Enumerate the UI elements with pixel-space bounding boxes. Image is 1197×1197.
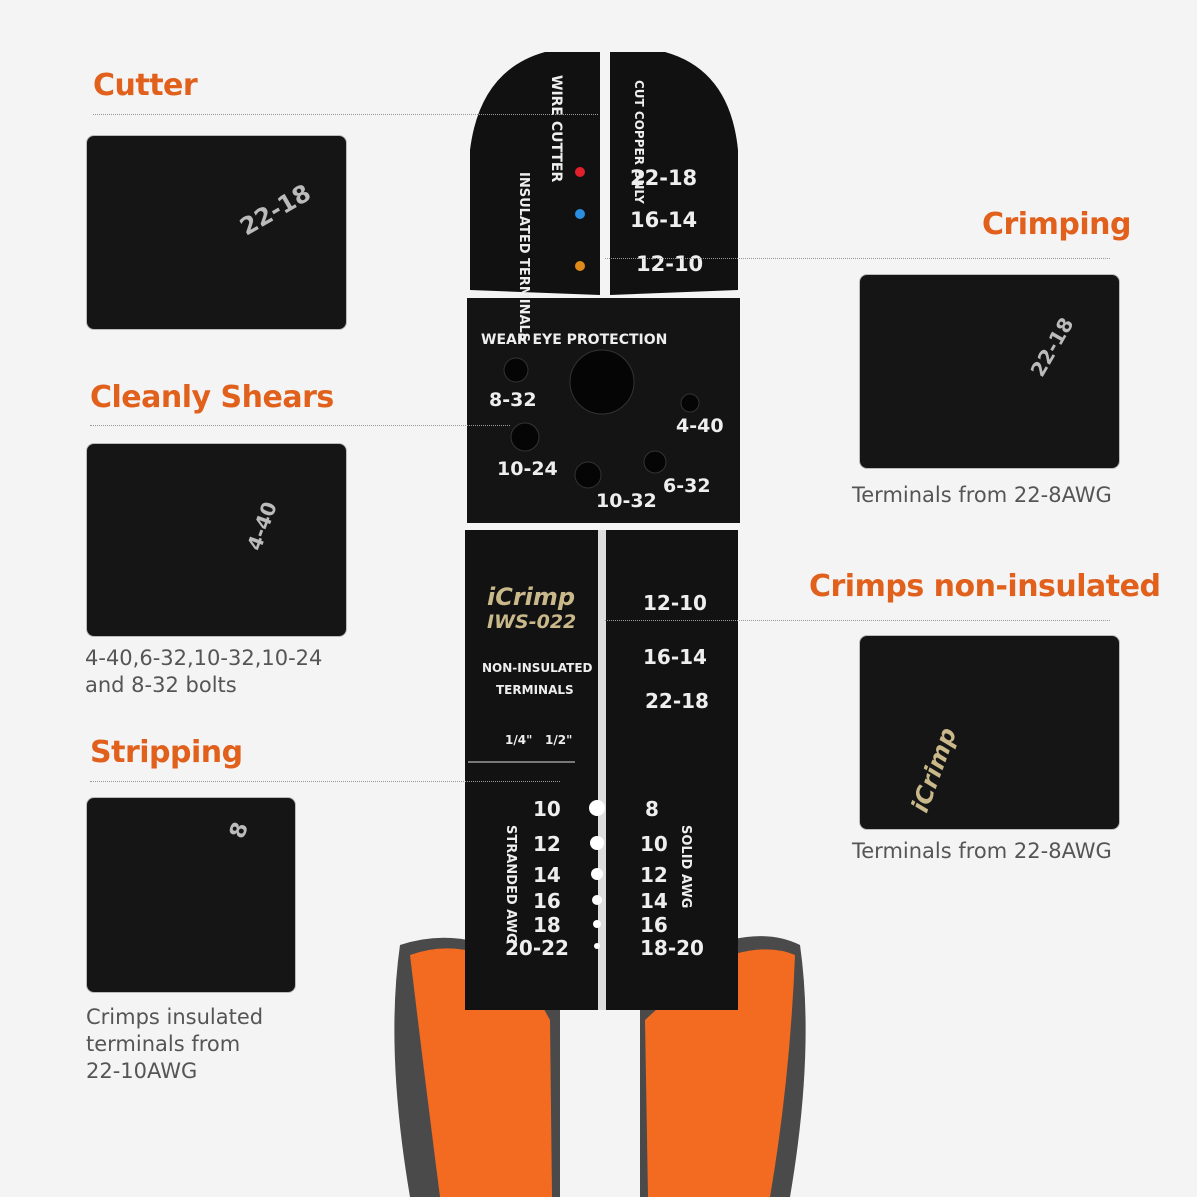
inset-label: 4-40 xyxy=(242,498,282,554)
awg-label: 14 xyxy=(640,889,668,913)
crimping-caption: Terminals from 22-8AWG xyxy=(852,483,1112,507)
awg-label: 10 xyxy=(640,832,668,856)
caption-line: 4-40,6-32,10-32,10-24 xyxy=(85,646,323,670)
stripping-leader xyxy=(90,781,560,782)
solid-label: SOLID AWG xyxy=(678,825,693,908)
tool-shank-left xyxy=(465,530,600,1010)
awg-label: 20-22 xyxy=(505,936,569,960)
inset-label: 8 xyxy=(225,819,255,842)
ruler-label: 1/4" xyxy=(505,733,532,747)
stranded-label: STRANDED AWG xyxy=(503,825,518,944)
left-handle-orange xyxy=(410,948,552,1197)
bolt-label: 10-24 xyxy=(497,458,558,480)
right-handle-orange xyxy=(645,949,795,1197)
ruler-label: 1/2" xyxy=(545,733,572,747)
caption-line: terminals from xyxy=(86,1032,241,1056)
cutter-leader xyxy=(93,114,598,115)
awg-label: 12 xyxy=(533,832,561,856)
wire-cutter-label: WIRE CUTTER xyxy=(548,75,564,182)
noninsulated-inset-photo: iCrimp xyxy=(859,635,1120,830)
size-label: 22-18 xyxy=(645,689,709,713)
shears-leader xyxy=(90,425,510,426)
tool-jaw-right xyxy=(610,52,738,295)
awg-label: 18-20 xyxy=(640,936,704,960)
awg-label: 14 xyxy=(533,863,561,887)
noninsulated-caption: Terminals from 22-8AWG xyxy=(852,839,1112,863)
size-label: 22-18 xyxy=(630,166,697,190)
size-label: 12-10 xyxy=(643,591,707,615)
shears-inset-photo: 4-40 xyxy=(86,443,347,637)
awg-label: 16 xyxy=(533,889,561,913)
noninsulated-label: TERMINALS xyxy=(496,683,574,697)
tool-shank-right xyxy=(605,530,738,1010)
inset-brand: iCrimp xyxy=(905,723,963,817)
inset-label: 22-18 xyxy=(1025,313,1079,381)
noninsulated-leader xyxy=(605,620,1110,621)
size-label: 16-14 xyxy=(630,208,697,232)
stripping-title: Stripping xyxy=(90,735,243,770)
awg-label: 12 xyxy=(640,863,668,887)
size-label: 12-10 xyxy=(636,252,703,276)
tool-jaw-left xyxy=(470,52,600,295)
caption-line: 22-10AWG xyxy=(86,1059,198,1083)
crimping-title: Crimping xyxy=(982,207,1131,242)
crimping-leader xyxy=(605,258,1110,259)
awg-label: 8 xyxy=(645,797,659,821)
stripping-inset-photo: 8 xyxy=(86,797,296,993)
eye-warning: WEAR EYE PROTECTION xyxy=(481,332,667,348)
cutter-inset-photo: 22-18 xyxy=(86,135,347,330)
caption-line: Crimps insulated xyxy=(86,1005,264,1029)
bolt-label: 10-32 xyxy=(596,490,657,512)
cut-copper-label: CUT COPPER ONLY xyxy=(632,80,646,204)
noninsulated-title: Crimps non-insulated xyxy=(809,569,1161,604)
model-number: IWS-022 xyxy=(487,611,576,633)
crimping-inset-photo: 22-18 xyxy=(859,274,1120,469)
awg-label: 18 xyxy=(533,913,561,937)
bolt-label: 4-40 xyxy=(676,415,724,437)
size-label: 16-14 xyxy=(643,645,707,669)
stripping-gap xyxy=(598,530,606,1010)
cutter-title: Cutter xyxy=(93,68,198,103)
shears-title: Cleanly Shears xyxy=(90,380,334,415)
bolt-label: 6-32 xyxy=(663,475,711,497)
insulated-label: INSULATED TERMINALS xyxy=(516,172,531,342)
inset-label: 22-18 xyxy=(235,178,316,242)
pivot xyxy=(569,349,635,415)
bolt-label: 8-32 xyxy=(489,389,537,411)
awg-label: 16 xyxy=(640,913,668,937)
brand-logo: iCrimp xyxy=(487,583,575,611)
shears-caption: 4-40,6-32,10-32,10-24 and 8-32 bolts xyxy=(85,645,322,699)
awg-label: 10 xyxy=(533,797,561,821)
caption-line: and 8-32 bolts xyxy=(85,673,237,697)
noninsulated-label: NON-INSULATED xyxy=(482,661,593,675)
stripping-caption: Crimps insulated terminals from 22-10AWG xyxy=(86,1004,263,1085)
